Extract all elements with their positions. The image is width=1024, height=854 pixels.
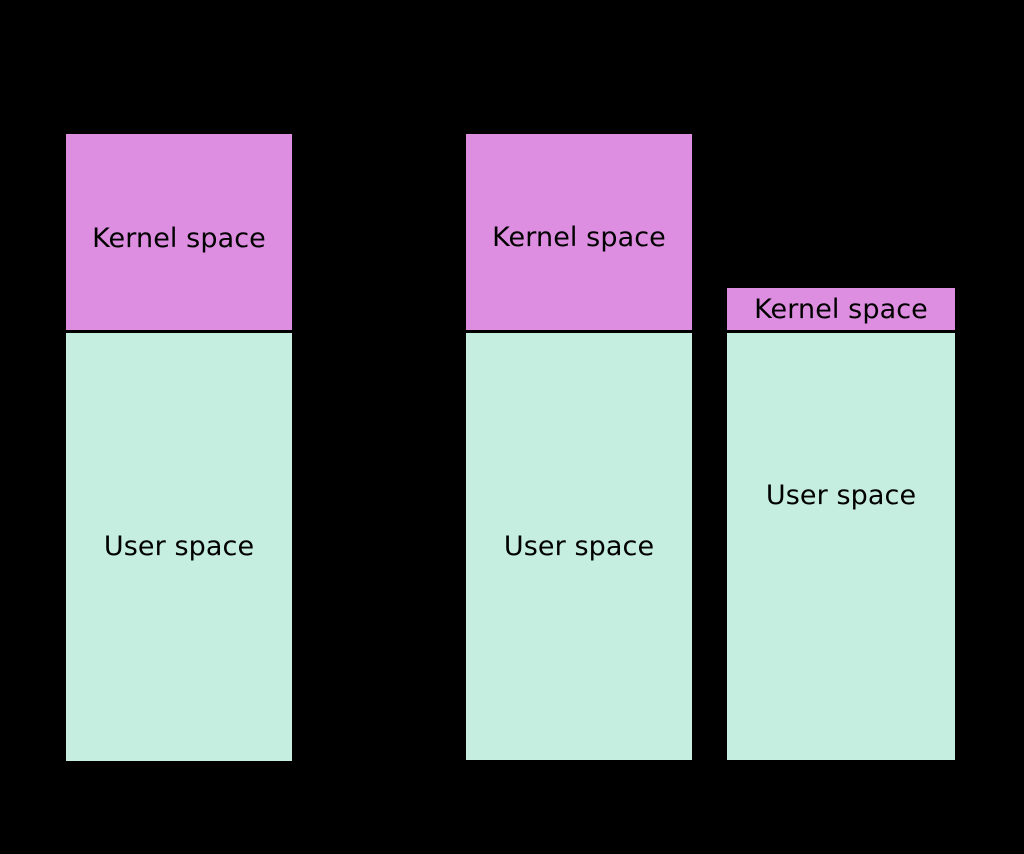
column-3-user-space-label: User space [765, 480, 917, 511]
column-1-kernel-space-label: Kernel space [92, 222, 266, 254]
column-2-kernel-space-label: Kernel space [492, 221, 666, 253]
column-2-kernel-space-block: Kernel space [464, 132, 694, 332]
memory-layout-column-2: Kernel space User space [464, 132, 694, 762]
column-3-kernel-space-label: Kernel space [754, 293, 928, 325]
memory-layout-column-1: Kernel space User space [64, 132, 294, 763]
column-3-kernel-space-block: Kernel space [725, 286, 957, 332]
column-2-user-space-label: User space [503, 531, 655, 562]
memory-layout-column-3: Kernel space User space [725, 286, 957, 762]
column-1-kernel-space-block: Kernel space [64, 132, 294, 332]
column-3-user-space-block: User space [725, 331, 957, 762]
column-1-user-space-label: User space [103, 530, 255, 562]
column-2-user-space-block: User space [464, 331, 694, 762]
column-1-user-space-block: User space [64, 331, 294, 763]
